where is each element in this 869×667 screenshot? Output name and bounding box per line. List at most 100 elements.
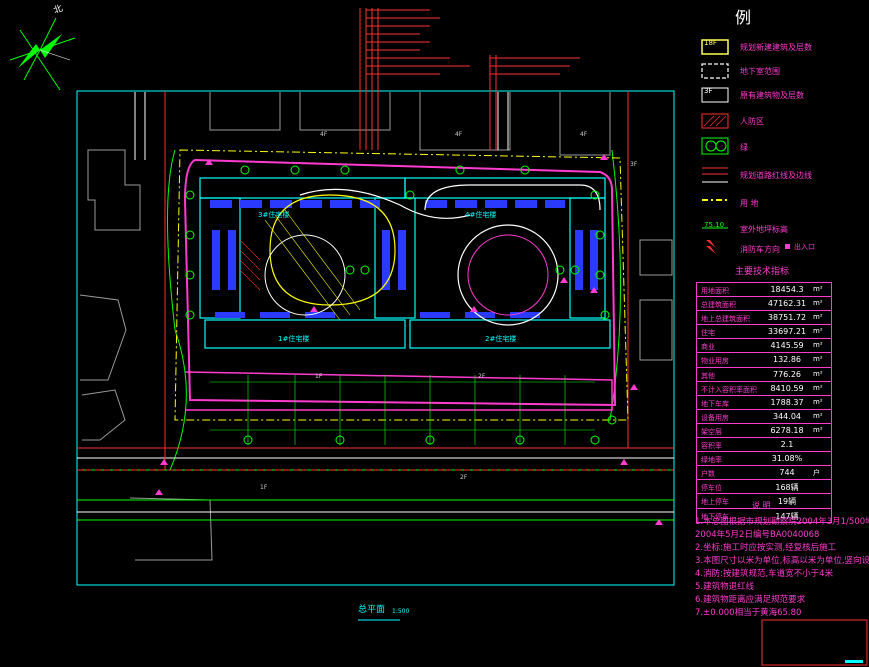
stats-unit: m² [813,369,823,378]
stats-label: 设备用房 [701,413,729,422]
stats-label: 容积率 [701,442,722,451]
stats-label: 物业用房 [701,357,729,366]
unit-blocks [210,200,598,318]
legend-label: 用 地 [740,199,759,208]
note-line: 4.消防:按建筑规范,车道宽不小于4米 [695,569,834,579]
stats-label: 其他 [701,371,715,380]
context-floor-label: 2F [478,373,486,380]
stats-label: 商业 [701,343,715,352]
plan-title: 总平面 [358,605,386,615]
notes-title: 说 明 [752,501,771,510]
note-line: 2004年5月2日编号BA0040068 [695,530,820,540]
building-label-south-1: 1#住宅楼 [278,335,310,343]
stats-row: 地下车库 1788.37 m² [697,396,831,410]
context-lines-top [134,92,509,160]
site-boundary [183,158,617,407]
stats-row: 地上总建筑面积 38751.72 m² [697,311,831,326]
red-hatch-area [239,239,261,291]
context-floor-label: 3F [630,161,638,168]
legend-swatches [701,39,790,254]
stats-value: 38751.72 [767,313,807,323]
stats-unit: m² [813,313,823,322]
stats-unit: m² [813,299,823,308]
stats-label: 用地面积 [701,287,729,295]
legend-label: 规划新建建筑及层数 [740,43,812,52]
legend-label: 消防车方向 [740,245,780,254]
legend-swatch-text: 3F [704,87,713,95]
stats-value: 2.1 [780,440,794,450]
entrance-markers [155,154,663,525]
stats-value: 344.04 [773,411,801,421]
note-line: 2.坐标:施工时应按实测,经复核后施工 [695,543,837,553]
stats-label: 总建筑面积 [701,301,736,310]
stats-title: 主要技术指标 [735,267,790,277]
legend-green: 绿 [700,138,860,160]
stats-value: 6278.18 [770,425,804,435]
stats-value: 132.86 [773,355,801,365]
stats-label: 绿地率 [701,456,722,465]
building-outlines [199,177,611,349]
building-label-north-2: 4#住宅楼 [465,211,497,219]
stats-value: 33697.21 [767,327,807,337]
legend-entrance-label: 出入口 [794,243,815,251]
legend-label: 原有建筑物及层数 [740,91,804,100]
stats-value: 18454.3 [770,285,804,294]
stats-value: 47162.31 [767,299,807,309]
stats-row: 地下停车 147辆 [697,509,831,522]
note-line: 6.建筑物距离应满足规范要求 [695,595,806,605]
note-line: 1.本总图根据市规划勘察院2004年3月1/500地形;按规划 [695,517,869,527]
building-label-north-1: 3#住宅楼 [258,211,290,219]
legend-pedestrian: 人防区 [700,112,860,134]
plan-scale: 1:500 [392,608,410,615]
stats-unit: m² [813,397,823,406]
legend-road-red: 规划道路红线及边线 [700,166,860,188]
context-buildings [79,92,673,561]
stats-label: 停车位 [701,484,722,493]
stats-value: 19辆 [777,497,797,507]
north-arrow [9,17,76,91]
note-line: 5.建筑物退红线 [695,582,755,592]
stats-row: 物业用房 132.86 m² [697,353,831,368]
red-annotation-leaders [359,8,580,150]
legend-title: 例 [735,8,752,27]
stats-label: 地下停车 [701,512,729,521]
roads-white [77,457,674,513]
stats-value: 776.26 [773,369,801,379]
stats-row: 地上停车 19辆 [697,494,831,509]
stats-row: 设备用房 344.04 m² [697,410,831,424]
stats-unit: m² [813,411,823,420]
stats-label: 地下车库 [701,399,729,408]
stats-value: 147辆 [775,511,799,521]
title-block-stamp [845,660,863,663]
drawing-frame [76,90,675,586]
stats-row: 容积率 2.1 [697,438,831,453]
legend-label: 地下室范围 [740,67,780,76]
stats-label: 住宅 [701,329,715,338]
context-floor-label: 4F [580,131,588,138]
note-line: 3.本图尺寸以米为单位,标高以米为单位,竖向设计 [695,556,869,566]
stats-value: 1788.37 [770,397,804,407]
stats-label: 地上停车 [701,498,729,507]
stats-unit: 户 [813,469,820,478]
legend-swatch-text: 75.10 [704,221,725,229]
land-line [174,149,629,421]
stats-unit: m² [813,355,823,364]
stats-row: 总建筑面积 47162.31 m² [697,297,831,312]
legend-label: 规划道路红线及边线 [740,171,812,180]
stats-unit: m² [813,383,823,392]
stats-value: 31.08% [771,454,803,464]
context-floor-label: 4F [320,131,328,138]
legend-land-line: 用 地 [700,194,860,216]
stats-label: 地上总建筑面积 [701,315,750,324]
stats-table: 用地面积 18454.3 m² 总建筑面积 47162.31 m² 地上总建筑面积 38751… [696,282,832,523]
stats-label: 不计入容积率面积 [701,385,757,394]
legend-swatch-text: 18F [704,39,717,47]
